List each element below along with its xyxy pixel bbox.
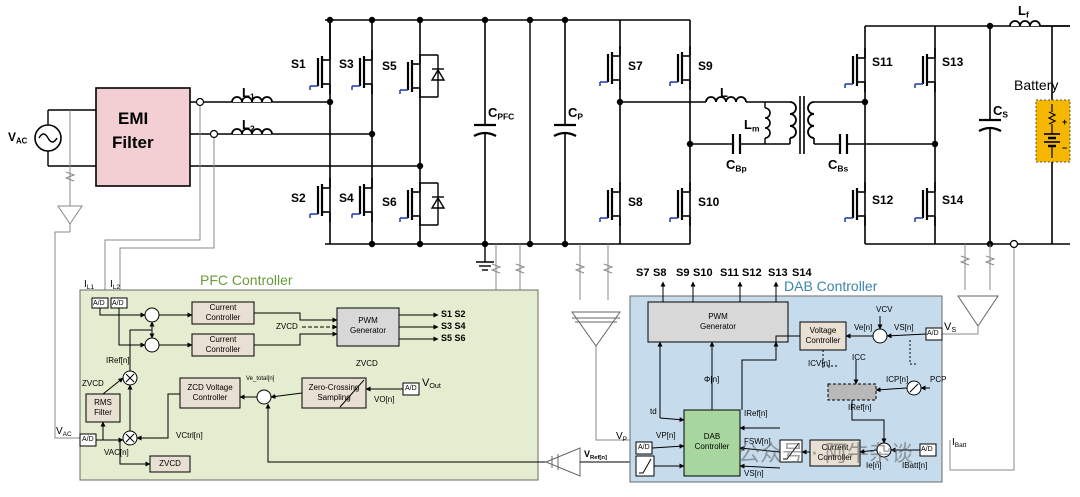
s9-label: S9 <box>698 59 713 73</box>
zcd-voltage-controller: ZCD Voltage Controller <box>187 383 233 402</box>
vref-label: VRef[n] <box>584 449 607 461</box>
pfc-out-2: S3 S4 <box>441 321 466 331</box>
icv-label: ICV[n] <box>808 359 831 368</box>
dab-out-s8: S8 <box>653 267 667 279</box>
lf-label: Lf <box>1018 3 1029 20</box>
vs-n-label: VS[n] <box>894 323 914 332</box>
vo-n-label: VO[n] <box>374 395 395 404</box>
pfc-ad-vac: A/D <box>82 436 94 443</box>
dab-title: DAB Controller <box>784 278 878 294</box>
s11-label: S11 <box>872 55 893 69</box>
s4-label: S4 <box>339 191 354 205</box>
ac-source <box>34 124 62 152</box>
dab-out-s12: S12 <box>742 267 762 279</box>
pfc-ad-1: A/D <box>93 300 105 307</box>
iref-n2-label: IRef[n] <box>744 409 768 418</box>
ve-n-label: Ve[n] <box>854 323 873 332</box>
pcp-label: PCP <box>930 375 947 384</box>
dab-out-s11: S11 <box>720 267 739 279</box>
s12-label: S12 <box>872 193 894 207</box>
vs-n2-label: VS[n] <box>744 469 764 478</box>
dab-voltage-controller: Voltage Controller <box>805 326 841 345</box>
s14-label: S14 <box>942 193 964 207</box>
battery-minus: − <box>1062 143 1068 153</box>
cp-label: CP <box>568 105 584 122</box>
s3-label: S3 <box>339 57 354 71</box>
dab-out-s7: S7 <box>636 267 650 279</box>
vcv-label: VCV <box>876 305 893 314</box>
pfc-ad-vout: A/D <box>405 385 417 392</box>
pfc-ad-2: A/D <box>112 300 124 307</box>
vout-label: VOut <box>422 377 441 391</box>
battery-label: Battery <box>1014 77 1059 93</box>
ibatt-label: IBatt <box>952 437 967 449</box>
vs-label: VS <box>944 321 957 335</box>
current-controller-1: Current Controller <box>205 303 241 322</box>
s2-label: S2 <box>291 191 306 205</box>
cbs-label: CBs <box>828 157 849 174</box>
watermark: 公众号 · 阿牛杂谈 <box>738 442 913 467</box>
td-label: td <box>650 407 657 416</box>
il2-label: IL2 <box>110 279 121 291</box>
zvcd-box: ZVCD <box>159 459 181 468</box>
vctrl-label: VCtrl[n] <box>176 431 203 440</box>
pfc-title: PFC Controller <box>200 272 293 288</box>
s1-label: S1 <box>291 57 306 71</box>
s10-label: S10 <box>698 195 720 209</box>
icp-label: ICP[n] <box>886 375 909 384</box>
dab-out-s10: S10 <box>693 267 713 279</box>
dab-iref-label: IRef[n] <box>848 403 872 412</box>
dab-current-controller: Current Controller <box>817 443 853 462</box>
dab-controller-box: DAB Controller <box>694 432 730 451</box>
ve-total-label: Ve_total[n] <box>246 376 275 382</box>
pfc-pwm-generator: PWM Generator <box>349 316 387 335</box>
dab-ad-ibatt: A/D <box>921 446 933 453</box>
rms-filter-box: RMS Filter <box>94 398 112 417</box>
l2-label: L2 <box>242 117 255 134</box>
ie-n-label: Ie[n] <box>866 461 882 470</box>
fsw-label: FSW[n] <box>744 437 771 446</box>
zero-crossing-sampling: Zero-Crossing Sampling <box>308 383 360 402</box>
dab-out-s9: S9 <box>676 267 690 279</box>
pfc-out-1: S1 S2 <box>441 309 466 319</box>
vac-in-label: VAC <box>56 426 72 438</box>
s7-label: S7 <box>628 59 643 73</box>
ibatt-n-label: IBatt[n] <box>902 461 928 470</box>
dab-pwm-generator: PWM Generator <box>699 312 737 331</box>
lm-label: Lm <box>744 117 760 134</box>
cs-label: CS <box>993 103 1009 120</box>
phi-label: Φ[n] <box>704 375 720 384</box>
vac-source-label: VAC <box>8 130 28 146</box>
vp-n-label: VP[n] <box>656 431 676 440</box>
battery-plus: + <box>1062 117 1068 127</box>
icc-label: ICC <box>852 353 866 362</box>
vac-n-label: VAC[n] <box>104 448 129 457</box>
pfc-zvcd-side: ZVCD <box>82 379 104 388</box>
emi-filter-box <box>95 87 191 187</box>
l1-label: L1 <box>242 85 255 102</box>
pfc-out-3: S5 S6 <box>441 333 466 343</box>
current-controller-2: Current Controller <box>205 335 241 354</box>
cbp-label: CBp <box>726 157 747 174</box>
vp-label: VP <box>616 431 628 443</box>
dab-out-s14: S14 <box>792 267 812 279</box>
s13-label: S13 <box>942 55 964 69</box>
s5-label: S5 <box>382 59 397 73</box>
l-label: L <box>720 85 728 100</box>
dab-ad-vs: A/D <box>927 330 939 337</box>
zvcd-top-label: ZVCD <box>356 359 378 368</box>
emi-label-1: EMI <box>118 109 149 128</box>
s6-label: S6 <box>382 195 397 209</box>
dab-out-s13: S13 <box>768 267 788 279</box>
il1-label: IL1 <box>84 279 95 291</box>
pfc-iref-label: IRef[n] <box>106 356 130 365</box>
s8-label: S8 <box>628 195 643 209</box>
emi-label-2: Filter <box>112 133 154 152</box>
battery-box <box>1035 99 1071 163</box>
dab-ad-vp: A/D <box>638 444 650 451</box>
cpfc-label: CPFC <box>488 105 515 122</box>
zvcd-input-label: ZVCD <box>276 322 298 331</box>
